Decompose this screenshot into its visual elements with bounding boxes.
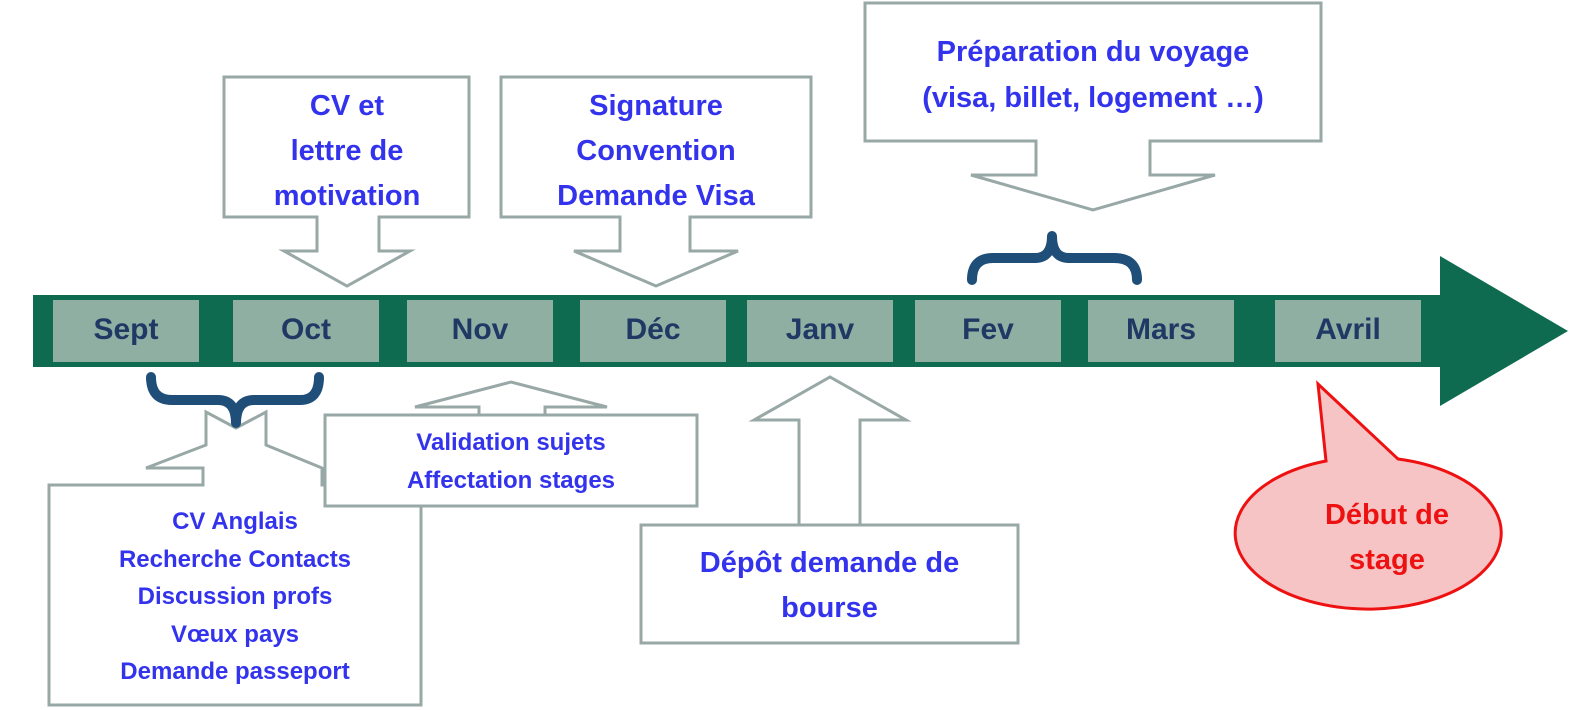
debut-stage-line: stage — [1349, 544, 1425, 576]
month-oct: Oct — [280, 313, 331, 346]
preparation-line: Préparation du voyage — [936, 36, 1250, 68]
signature-line: Convention — [576, 135, 736, 167]
month-mars: Mars — [1125, 313, 1197, 346]
callout-validation — [323, 380, 699, 508]
callout-signature — [499, 75, 813, 288]
sept-oct-line: Recherche Contacts — [118, 545, 352, 573]
month-box-oct — [233, 300, 379, 362]
signature-line: Signature — [589, 90, 723, 122]
bourse-line: bourse — [781, 592, 878, 624]
cv-motivation-line: motivation — [273, 180, 421, 212]
debut-stage-line: Début de — [1324, 499, 1450, 531]
callout-bourse — [639, 375, 1020, 645]
validation-label: Validation sujets Affectation stages — [325, 424, 697, 500]
month-avril: Avril — [1315, 313, 1381, 346]
callout-preparation — [863, 1, 1323, 212]
cv-motivation-line: CV et — [309, 90, 385, 122]
sept-oct-line: Demande passeport — [120, 658, 350, 685]
sept-oct-line: Discussion profs — [137, 583, 333, 610]
preparation-label: Préparation du voyage (visa, billet, log… — [865, 29, 1321, 121]
debut-stage-label: Début de stage — [1254, 493, 1520, 583]
validation-line: Affectation stages — [406, 467, 616, 494]
sept-oct-line: CV Anglais — [172, 508, 298, 535]
validation-line: Validation sujets — [416, 429, 606, 456]
debut-stage-bubble — [1233, 380, 1503, 611]
month-sept: Sept — [93, 313, 159, 346]
month-box-mars — [1088, 300, 1234, 362]
sept-oct-line: Vœux pays — [170, 620, 300, 648]
month-boxes — [53, 300, 1421, 362]
month-box-janv — [747, 300, 893, 362]
bourse-label: Dépôt demande de bourse — [641, 541, 1018, 631]
month-box-nov — [407, 300, 553, 362]
month-box-avril — [1275, 300, 1421, 362]
month-fev: Fev — [962, 313, 1014, 346]
cv-motivation-line: lettre de — [290, 135, 404, 167]
month-box-fev — [915, 300, 1061, 362]
sept-oct-label: CV Anglais Recherche Contacts Discussion… — [49, 503, 421, 691]
signature-label: Signature Convention Demande Visa — [501, 84, 811, 219]
preparation-line: (visa, billet, logement …) — [922, 82, 1264, 114]
month-nov: Nov — [451, 313, 509, 346]
month-janv: Janv — [785, 313, 855, 346]
bourse-line: Dépôt demande de — [699, 547, 960, 579]
signature-line: Demande Visa — [557, 180, 755, 212]
brace-sept-oct — [146, 372, 324, 428]
month-box-dec — [580, 300, 726, 362]
month-dec: Déc — [625, 313, 681, 346]
month-box-sept — [53, 300, 199, 362]
callout-cv-motivation — [222, 75, 471, 288]
brace-fev-mars — [967, 231, 1142, 285]
cv-motivation-label: CV et lettre de motivation — [224, 84, 470, 219]
